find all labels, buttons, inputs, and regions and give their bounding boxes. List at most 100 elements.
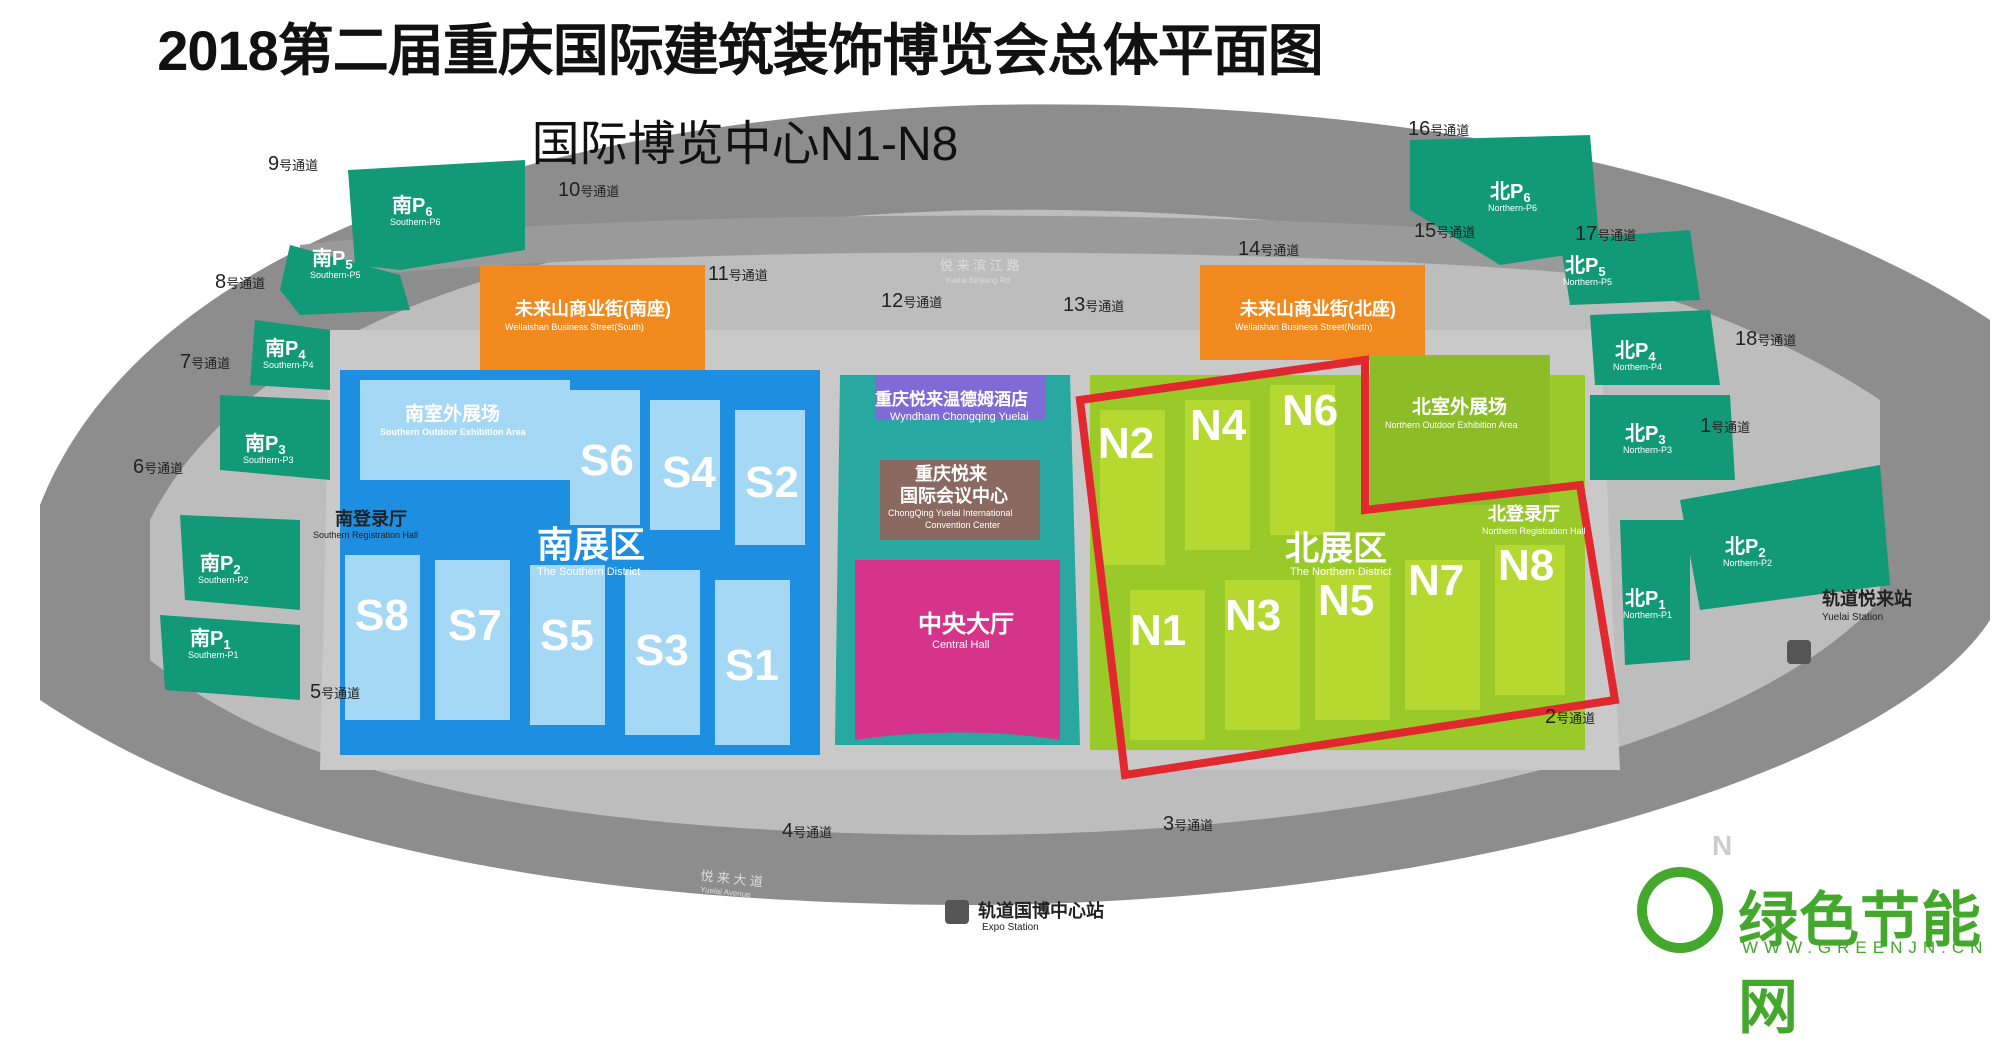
business-street-south xyxy=(480,265,705,375)
hotel-en: Wyndham Chongqing Yuelai xyxy=(890,411,1029,423)
yuelai-station-en: Yuelai Station xyxy=(1822,612,1883,623)
road-label-avenue: 悦 来 大 道 xyxy=(700,868,764,889)
entrance-label-2: 2号通道 xyxy=(1545,706,1595,728)
parking-en-north-p3: Northern-P3 xyxy=(1623,445,1672,455)
south-district-en: The Southern District xyxy=(537,566,640,578)
parking-north-p2 xyxy=(1680,465,1890,610)
page-subtitle: 国际博览中心N1-N8 xyxy=(531,118,959,171)
hotel-block xyxy=(875,375,1045,420)
watermark-url: WWW.GREENJN.CN xyxy=(1742,938,1989,957)
hall-label-s2: S2 xyxy=(745,458,799,507)
hall-label-n7: N7 xyxy=(1408,556,1464,605)
hall-label-s6: S6 xyxy=(580,436,634,485)
river-road xyxy=(300,215,1690,285)
pavilion-n7 xyxy=(1405,560,1480,710)
parking-en-north-p4: Northern-P4 xyxy=(1613,362,1662,372)
hall-label-s1: S1 xyxy=(725,641,779,690)
parking-label-north-p1: 北P1 xyxy=(1625,587,1666,612)
entrance-labels: 1号通道 2号通道 3号通道 4号通道 5号通道 6号通道 7号通道 8号通道 … xyxy=(133,118,1796,842)
expo-station-icon xyxy=(945,900,969,924)
parking-label-south-p4: 南P4 xyxy=(265,337,306,362)
parking-en-south-p4: Southern-P4 xyxy=(263,360,314,370)
entrance-label-1: 1号通道 xyxy=(1700,415,1750,437)
entrance-label-11: 11号通道 xyxy=(708,263,768,285)
parking-south-p5 xyxy=(280,245,410,315)
entrance-label-16: 16号通道 xyxy=(1408,118,1469,140)
expo-station-label: 轨道国博中心站 xyxy=(978,900,1104,921)
yuelai-station-icon xyxy=(1787,640,1811,664)
parking-south-p4 xyxy=(250,320,330,390)
pavilion-s6 xyxy=(570,390,640,525)
north-district-label: 北展区 xyxy=(1285,530,1387,568)
page-title: 2018第二届重庆国际建筑装饰博览会总体平面图 xyxy=(157,19,1324,82)
pavilion-s5 xyxy=(530,565,605,725)
entrance-label-12: 12号通道 xyxy=(881,290,942,312)
pavilion-n6 xyxy=(1270,385,1335,535)
south-parking xyxy=(160,160,525,700)
entrance-label-14: 14号通道 xyxy=(1238,238,1299,260)
street-north-label: 未来山商业街(北座) xyxy=(1240,298,1396,319)
hall-label-s3: S3 xyxy=(635,626,689,675)
hall-label-s4: S4 xyxy=(662,448,716,497)
convention-en-2: Convention Center xyxy=(925,520,1000,530)
pavilion-s3 xyxy=(625,570,700,735)
entrance-label-17: 17号通道 xyxy=(1575,223,1636,245)
parking-label-north-p6: 北P6 xyxy=(1490,180,1531,205)
highlight-border xyxy=(1075,355,1620,780)
north-reg-label: 北登录厅 xyxy=(1488,503,1560,524)
south-district-label: 南展区 xyxy=(537,524,645,565)
pavilion-s2 xyxy=(735,410,805,545)
parking-north-p4 xyxy=(1590,310,1720,385)
pavilion-s7 xyxy=(435,560,510,720)
road-label-binjiang-en: Yuelai Binjiang Rd xyxy=(945,276,1010,285)
pavilion-n8 xyxy=(1495,545,1565,695)
entrance-label-15: 15号通道 xyxy=(1414,220,1475,242)
south-outdoor-en: Southern Outdoor Exhibition Area xyxy=(380,427,527,437)
south-pavilions xyxy=(345,380,805,745)
entrance-label-10: 10号通道 xyxy=(558,179,619,201)
parking-en-south-p6: Southern-P6 xyxy=(390,217,441,227)
entrance-label-7: 7号通道 xyxy=(180,351,230,373)
pavilion-n4 xyxy=(1185,400,1250,550)
north-pavilions xyxy=(1100,385,1565,740)
convention-block xyxy=(880,460,1040,540)
compass-north-label: N xyxy=(1712,830,1732,861)
north-district-en: The Northern District xyxy=(1290,566,1391,578)
parking-label-south-p3: 南P3 xyxy=(245,432,286,457)
parking-label-south-p2: 南P2 xyxy=(200,552,241,577)
hall-label-n5: N5 xyxy=(1318,576,1374,625)
street-north-en: Weilaishan Business Street(North) xyxy=(1235,322,1372,332)
south-outdoor-area xyxy=(360,380,570,480)
central-hall-block xyxy=(855,560,1060,740)
entrance-label-13: 13号通道 xyxy=(1063,294,1124,316)
south-reg-en: Southern Registration Hall xyxy=(313,530,418,540)
pavilion-n1 xyxy=(1130,590,1205,740)
entrance-label-9: 9号通道 xyxy=(268,153,318,175)
parking-south-p3 xyxy=(220,395,330,480)
entrance-label-5: 5号通道 xyxy=(310,681,360,703)
hall-label-s5: S5 xyxy=(540,611,594,660)
parking-north-p1 xyxy=(1620,520,1690,665)
convention-label-2: 国际会议中心 xyxy=(900,485,1008,506)
parking-en-south-p5: Southern-P5 xyxy=(310,270,361,280)
street-south-en: Weilaishan Business Street(South) xyxy=(505,322,644,332)
entrance-label-3: 3号通道 xyxy=(1163,813,1213,835)
convention-label-1: 重庆悦来 xyxy=(915,463,988,484)
parking-en-north-p6: Northern-P6 xyxy=(1488,203,1537,213)
hall-label-n4: N4 xyxy=(1190,401,1247,450)
entrance-label-4: 4号通道 xyxy=(782,820,832,842)
pavilion-s8 xyxy=(345,555,420,720)
north-outdoor-area xyxy=(1370,355,1550,505)
parking-label-north-p3: 北P3 xyxy=(1625,422,1666,447)
hotel-label: 重庆悦来温德姆酒店 xyxy=(875,389,1028,409)
pavilion-s1 xyxy=(715,580,790,745)
road-label-binjiang: 悦 来 滨 江 路 xyxy=(940,258,1019,273)
yuelai-station-label: 轨道悦来站 xyxy=(1822,588,1912,609)
parking-north-p6 xyxy=(1410,135,1600,265)
hall-label-n1: N1 xyxy=(1130,606,1186,655)
central-hall-label: 中央大厅 xyxy=(918,611,1014,638)
pavilion-n2 xyxy=(1100,410,1165,565)
parking-en-north-p1: Northern-P1 xyxy=(1623,610,1672,620)
hall-label-n2: N2 xyxy=(1098,419,1154,468)
venue-map: S6 S4 S2 S8 S7 S5 S3 S1 N2 N4 N6 N1 N3 N… xyxy=(40,104,1990,953)
